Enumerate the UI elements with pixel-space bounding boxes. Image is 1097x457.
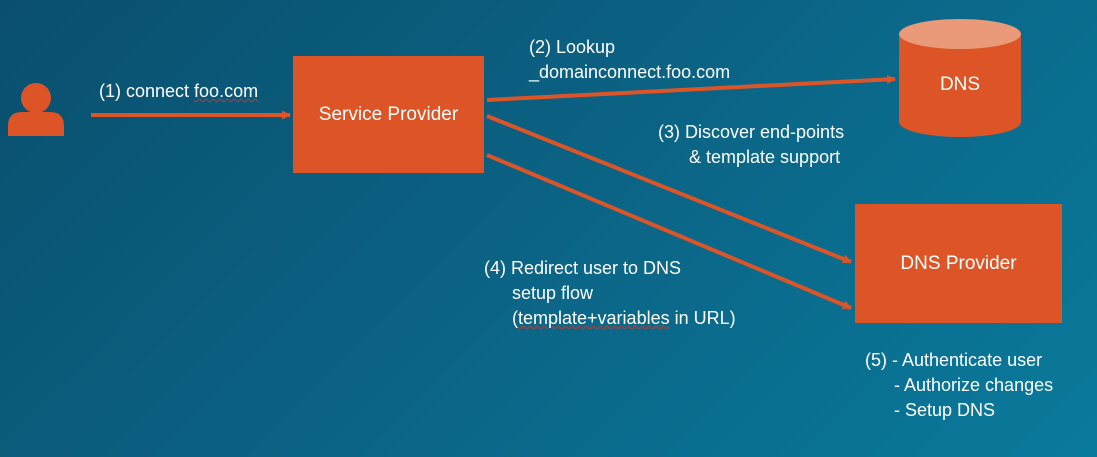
step-redirect-line3-open: ( [512,308,518,328]
step-auth-line3: - Setup DNS [894,400,996,420]
arrow-lookup [486,74,896,102]
user-icon [8,83,64,136]
step-discover-line2: & template support [689,147,841,167]
service-provider-label: Service Provider [318,103,459,125]
step-connect-label: (1) connect foo.com [99,80,258,102]
step-redirect-line3-word: template+variables [518,308,670,328]
arrow-redirect [486,153,852,310]
step-connect-prefix: (1) connect [99,81,195,101]
step-redirect-line3-rest: in URL) [669,308,736,328]
step-auth-line1: (5) - Authenticate user [865,350,1043,370]
dns-label: DNS [939,74,981,95]
step-lookup-record: _domainconnect.foo.com [529,62,731,82]
step-connect-domain: foo.com [194,81,259,101]
step-discover-line1: (3) Discover end-points [658,122,845,142]
step-redirect-line1: (4) Redirect user to DNS [484,258,682,278]
step-auth-line2: - Authorize changes [894,375,1054,395]
dns-provider-box: DNS Provider [855,204,1062,323]
database-icon [899,19,1021,137]
step-redirect-line2: setup flow [512,283,594,303]
step-redirect-line3: (template+variables in URL) [512,307,736,329]
step-lookup-title: (2) Lookup [529,37,616,57]
service-provider-box: Service Provider [293,56,484,173]
arrow-discover [486,114,852,264]
dns-provider-label: DNS Provider [900,252,1017,274]
